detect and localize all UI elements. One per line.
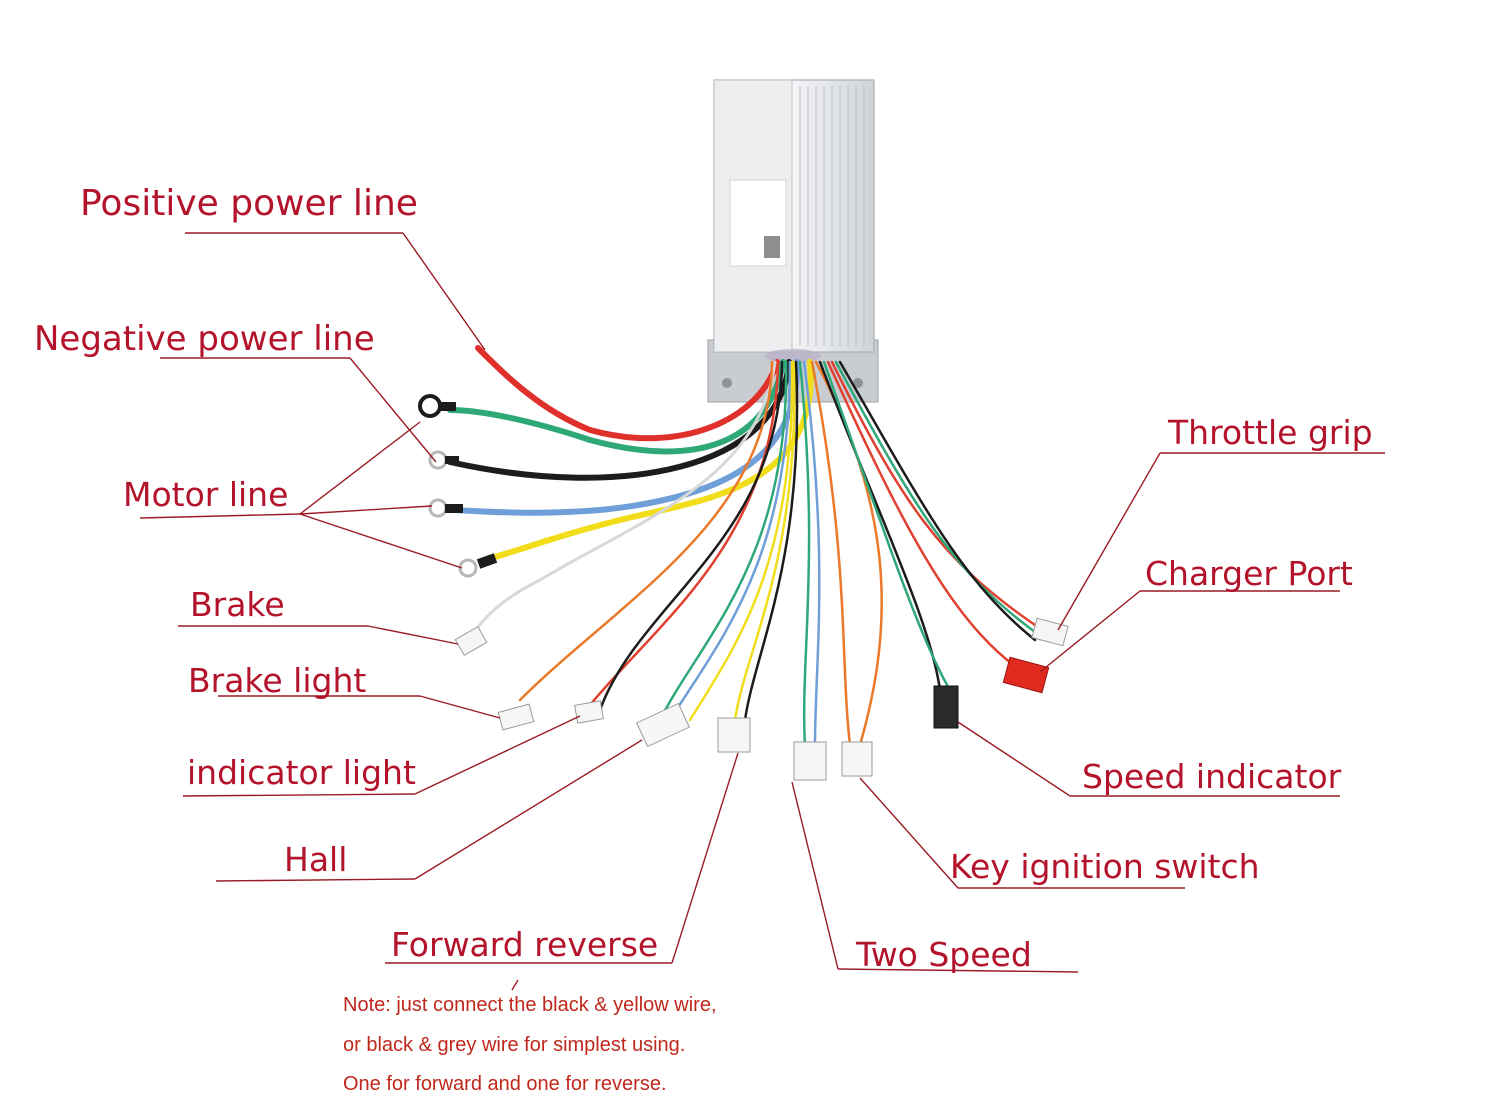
- label-key-ignition-switch: Key ignition switch: [950, 847, 1260, 886]
- label-forward-reverse: Forward reverse: [391, 925, 659, 964]
- hall-connector: [635, 702, 691, 748]
- label-positive-power-line: Positive power line: [80, 183, 418, 224]
- leader-lines: [299, 232, 1161, 991]
- wire-black-negative: [447, 359, 792, 481]
- note-line-2: or black & grey wire for simplest using.: [343, 1034, 686, 1056]
- wire-yellow-motor: [482, 359, 814, 563]
- indicator-light-connector: [574, 700, 604, 724]
- connectors: [454, 617, 1069, 781]
- key-ignition-connector: [841, 741, 873, 777]
- brake-light-connector: [497, 703, 535, 731]
- wire-bundle: [447, 345, 1037, 747]
- label-brake-light: Brake light: [188, 661, 367, 700]
- label-negative-power-line: Negative power line: [34, 319, 375, 359]
- label-throttle-grip: Throttle grip: [1168, 413, 1373, 452]
- note-line-3: One for forward and one for reverse.: [343, 1073, 667, 1095]
- controller-box: [707, 79, 879, 403]
- two-speed-connector: [793, 741, 827, 781]
- label-speed-indicator: Speed indicator: [1082, 757, 1342, 796]
- label-two-speed: Two Speed: [856, 935, 1032, 974]
- throttle-grip-connector: [1031, 617, 1069, 647]
- label-brake: Brake: [190, 585, 285, 624]
- wire-blue-motor: [452, 359, 801, 516]
- wire-red-positive: [475, 345, 780, 442]
- label-underlines: [139, 232, 1385, 973]
- charger-port-connector: [1002, 656, 1050, 694]
- brake-connector: [454, 626, 488, 656]
- forward-reverse-connector: [717, 717, 751, 753]
- speed-indicator-connector: [933, 685, 959, 729]
- ring-terminals: [418, 394, 498, 578]
- label-motor-line: Motor line: [123, 475, 289, 514]
- note-line-1: Note: just connect the black & yellow wi…: [343, 994, 717, 1016]
- label-hall: Hall: [284, 840, 348, 879]
- label-charger-port: Charger Port: [1145, 554, 1353, 593]
- label-indicator-light: indicator light: [187, 753, 416, 792]
